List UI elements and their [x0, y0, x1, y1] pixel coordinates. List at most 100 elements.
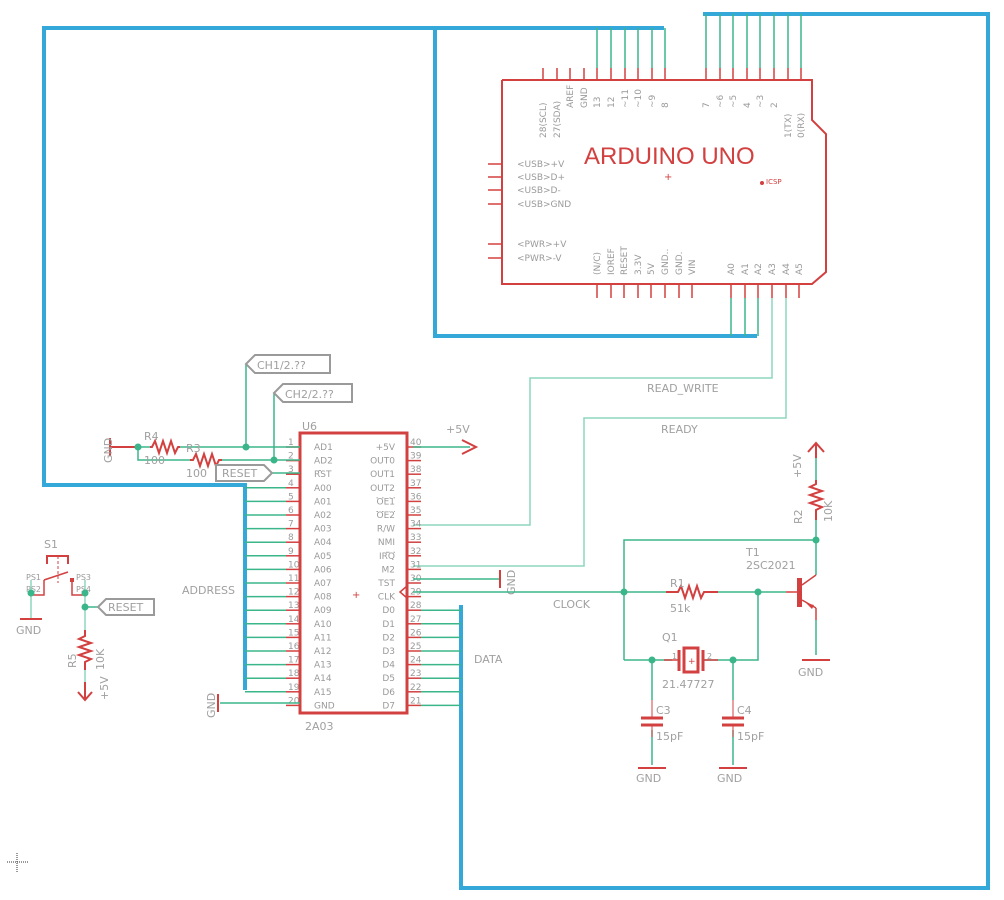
u6-pin-name: D4: [382, 661, 395, 671]
capacitor-c4[interactable]: C4 15pF GND: [717, 700, 764, 785]
ready-net[interactable]: [413, 298, 787, 567]
arduino-pin-label: 13: [593, 97, 603, 108]
audio-network: GND: [102, 364, 300, 474]
u6-pin-number: 2: [288, 452, 294, 462]
u6-pin-name: +5V: [376, 443, 396, 453]
resistor-r1[interactable]: R1 51k: [666, 577, 718, 615]
u6-pin-name: OE1: [377, 497, 396, 507]
u6-pin-name: A10: [314, 620, 332, 630]
arduino-pin-label: 27(SDA): [553, 101, 563, 138]
ps2-label: PS2: [26, 585, 41, 594]
arduino-bus-left[interactable]: [433, 28, 757, 338]
transistor-t1[interactable]: T1 2SC2021: [745, 546, 817, 620]
resistor-r4[interactable]: R4 100: [144, 430, 180, 467]
u6-pin-name: A01: [314, 497, 332, 507]
plus5v-u6: +5V: [413, 423, 479, 455]
arduino-pin-label: (N/C): [593, 252, 603, 275]
arduino-pin-label: A0: [727, 263, 737, 275]
plus5v-label: +5V: [446, 423, 470, 436]
u6-pin-name: A13: [314, 661, 332, 671]
resistor-r5[interactable]: R5 10K: [66, 630, 107, 670]
t1-name: T1: [745, 546, 760, 559]
u6-pin-name: AD1: [314, 443, 333, 453]
data-bus[interactable]: [459, 12, 990, 890]
q1-pin2: 2: [707, 652, 712, 661]
reset-switch-s1[interactable]: S1 PS1 PS2 PS3 PS4: [26, 538, 91, 596]
u6-pin-number: 9: [288, 547, 294, 557]
icsp-dot: [760, 181, 764, 185]
reset-label: RESET: [108, 601, 144, 614]
t1-value: 2SC2021: [746, 559, 796, 572]
arduino-pin-label: 8: [661, 102, 671, 108]
u6-pin-number: 12: [288, 588, 299, 598]
r3-value: 100: [186, 467, 207, 480]
u6-pin-number: 32: [410, 547, 421, 557]
ps4-label: PS4: [76, 585, 91, 594]
r1-value: 51k: [670, 602, 691, 615]
r1-name: R1: [670, 577, 685, 590]
plus5v-label: +5V: [791, 454, 804, 478]
arduino-pin-label: 28(SCL): [539, 103, 549, 139]
u6-pin-name: CLK: [378, 593, 396, 603]
address-wires: [245, 487, 286, 693]
arduino-pin-label: ~11: [621, 89, 631, 108]
u6-pin-number: 39: [410, 452, 422, 462]
arduino-pin-label: A3: [768, 263, 778, 275]
u6-pin-name: A03: [314, 525, 332, 535]
arduino-pin-label: ~10: [634, 89, 644, 108]
origin-cross: +: [352, 590, 360, 601]
u6-pin-number: 40: [410, 438, 422, 448]
arduino-pin-label: ~3: [756, 95, 766, 108]
u6-pin-number: 23: [410, 669, 421, 679]
u6-pin-number: 22: [410, 683, 421, 693]
u6-pin-number: 34: [410, 520, 422, 530]
u6-pin-number: 18: [288, 669, 300, 679]
gnd-label: GND: [205, 693, 218, 718]
resistor-r2[interactable]: R2 10K: [792, 480, 835, 524]
u6-pin-name: A07: [314, 579, 332, 589]
ps3-label: PS3: [76, 573, 91, 582]
u6-pin-name: D3: [382, 647, 395, 657]
oscillator-circuit: [620, 455, 820, 765]
u6-pin-number: 10: [288, 560, 300, 570]
read-write-net[interactable]: [413, 298, 773, 526]
u6-pin-name: D0: [382, 606, 395, 616]
u6-name: U6: [302, 420, 317, 433]
gnd-tst: GND: [413, 570, 518, 595]
gnd-label: GND: [505, 570, 518, 595]
ch1-port[interactable]: CH1/2.??: [244, 354, 331, 374]
reset-port-u6[interactable]: RESET: [215, 464, 274, 482]
arduino-top-wires: [596, 14, 802, 68]
address-bus[interactable]: [42, 26, 664, 690]
ch1-label: CH1/2.??: [257, 359, 306, 372]
c4-name: C4: [737, 704, 752, 717]
capacitor-c3[interactable]: C3 15pF GND: [636, 700, 683, 785]
arduino-left-pins: <USB>+V<USB>D+<USB>D-<USB>GND<PWR>+V<PWR…: [488, 160, 571, 264]
u6-pin-name: R/W: [377, 525, 395, 535]
arduino-pin-label: ~6: [716, 94, 726, 108]
crystal-q1[interactable]: + Q1 1 2 21.47727: [662, 631, 718, 691]
reset-port-switch[interactable]: RESET: [96, 598, 155, 616]
arduino-pin-label: 3.3V: [634, 254, 644, 275]
resistor-r3[interactable]: R3 100: [186, 442, 222, 480]
c3-name: C3: [656, 704, 671, 717]
data-wires: [421, 609, 461, 707]
arduino-pin-label: <PWR>-V: [517, 254, 562, 264]
ch2-port[interactable]: CH2/2.??: [272, 383, 353, 403]
clock-label: CLOCK: [553, 598, 591, 611]
q1-value: 21.47727: [662, 678, 715, 691]
q1-name: Q1: [662, 631, 678, 644]
u6-pin-name: A11: [314, 633, 332, 643]
arduino-pin-label: <USB>+V: [517, 160, 565, 170]
u6-pin-number: 36: [410, 492, 422, 502]
u6-pin-name: A15: [314, 688, 332, 698]
clock-net[interactable]: [398, 585, 624, 599]
u6-pin-name: NMI: [378, 538, 395, 548]
arduino-pin-label: GND: [580, 87, 590, 108]
u6-value: 2A03: [305, 720, 334, 733]
